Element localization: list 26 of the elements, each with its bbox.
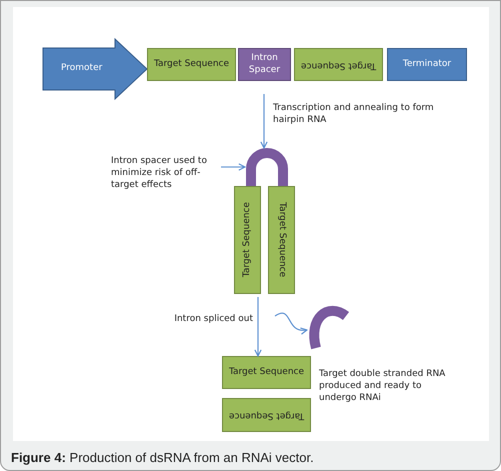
segment-label: Promoter <box>61 63 102 75</box>
sequence-segment <box>147 48 236 81</box>
sequence-segment <box>294 48 383 81</box>
sequence-segment <box>387 48 467 81</box>
sequence-segment <box>238 48 291 81</box>
segment-label: Intron Spacer <box>248 53 282 76</box>
sequence-segment <box>234 186 261 294</box>
segment-label: Target Sequence <box>228 366 304 378</box>
sequence-segment <box>268 186 295 294</box>
segment-label: Terminator <box>402 58 452 70</box>
arrow <box>260 94 268 149</box>
segment-label: Target Sequence <box>242 202 253 278</box>
sequence-segment <box>222 356 311 389</box>
segment-label: Target Sequence <box>300 59 376 70</box>
figure-caption: Figure 4: Production of dsRNA from an RNAi vector. <box>11 450 314 465</box>
arrow <box>221 163 246 171</box>
sequence-segment <box>222 398 311 432</box>
note-text: Target double stranded RNA produced and ready to undergo RNAi <box>319 368 446 404</box>
arrow <box>274 312 308 334</box>
arrow <box>254 297 262 357</box>
segment-label: Target Sequence <box>276 202 288 278</box>
segment-label: Target Sequence <box>228 410 304 421</box>
segment-label: Target Sequence <box>154 58 230 70</box>
annotation-text: Intron spacer used to minimize risk of off-target effects <box>111 154 208 192</box>
edge-label: Intron spliced out <box>173 313 253 326</box>
edge-label: Transcription and annealing to form hairpin RNA <box>273 102 435 126</box>
